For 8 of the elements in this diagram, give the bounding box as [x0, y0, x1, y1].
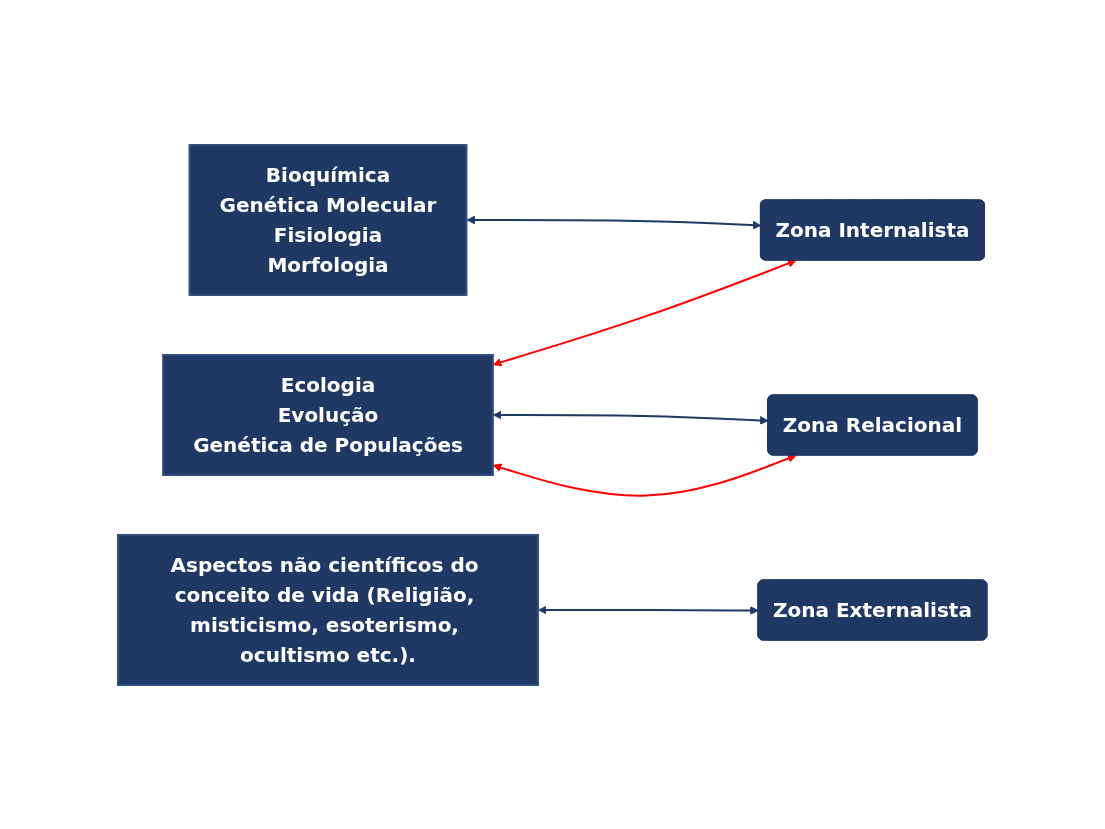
arrow	[492, 453, 797, 497]
arrow	[492, 258, 797, 367]
arrow	[538, 605, 759, 615]
node-box: Aspectos não científicos do conceito de vida (Religião, misticismo, esoterismo, ocultismo etc.).	[117, 533, 540, 686]
node-box: Ecologia Evolução Genética de Populações	[162, 353, 494, 476]
arrow	[466, 215, 762, 229]
arrow	[492, 410, 769, 425]
node-box: Bioquímica Genética Molecular Fisiologia Morfologia	[188, 143, 468, 296]
